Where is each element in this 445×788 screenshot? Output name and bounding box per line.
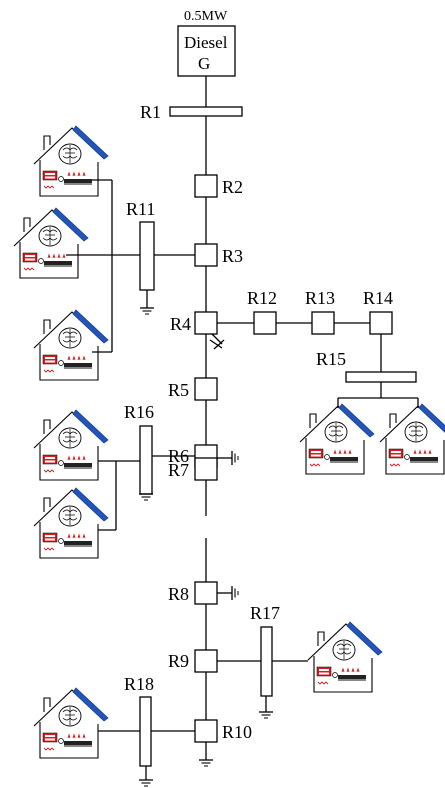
node-label-R16: R16 xyxy=(124,402,154,422)
node-label-R2: R2 xyxy=(222,177,243,197)
node-label-R8: R8 xyxy=(168,584,189,604)
bus-R18: R18 xyxy=(124,674,154,767)
node-R2: R2 xyxy=(194,174,243,198)
node-label-R18: R18 xyxy=(124,674,154,694)
bus-R17: R17 xyxy=(250,603,280,697)
bus-R15: R15 xyxy=(316,349,417,383)
node-label-R11: R11 xyxy=(126,199,155,219)
node-label-R6: R6 xyxy=(168,446,189,466)
node-label-R10: R10 xyxy=(222,722,252,742)
generator-label-line1: Diesel xyxy=(184,33,228,52)
node-label-R5: R5 xyxy=(168,380,189,400)
node-label-R17: R17 xyxy=(250,603,280,623)
wiring xyxy=(66,76,419,780)
node-label-R7: R7 xyxy=(168,460,189,480)
node-R14: R14 xyxy=(363,288,393,335)
node-R9: R9 xyxy=(168,649,218,673)
node-label-R14: R14 xyxy=(363,288,393,308)
node-R13: R13 xyxy=(305,288,335,335)
generator-rating: 0.5MW xyxy=(184,9,228,24)
node-label-R13: R13 xyxy=(305,288,335,308)
node-R8: R8 xyxy=(168,581,218,605)
node-R3: R3 xyxy=(194,243,243,267)
node-R10: R10 xyxy=(194,719,252,743)
node-label-R9: R9 xyxy=(168,651,189,671)
diesel-generator: 0.5MW Diesel G xyxy=(177,9,236,77)
node-R5: R5 xyxy=(168,377,218,401)
bus-R16: R16 xyxy=(124,402,154,495)
node-label-R1: R1 xyxy=(140,102,161,122)
node-label-R15: R15 xyxy=(316,349,346,369)
bus-R11: R11 xyxy=(126,199,155,291)
generator-label-line2: G xyxy=(198,54,210,73)
node-label-R3: R3 xyxy=(222,246,243,266)
node-R4: R4 xyxy=(170,311,218,335)
node-R7-drawn-square: R7 xyxy=(168,457,218,481)
house-with-solar-panel-icon xyxy=(13,125,445,759)
node-label-R4: R4 xyxy=(170,314,191,334)
node-label-R12: R12 xyxy=(247,288,277,308)
bus-R1: R1 xyxy=(140,102,243,122)
node-R12: R12 xyxy=(247,288,277,335)
